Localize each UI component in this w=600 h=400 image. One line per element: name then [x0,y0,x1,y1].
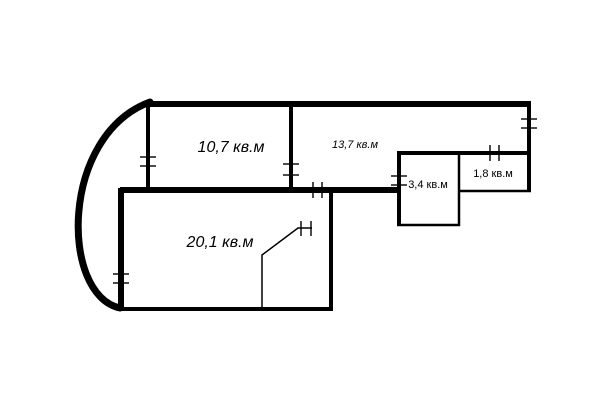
door-tick-room-a-left [140,156,156,167]
room-c-area-label: 3,4 кв.м [408,179,448,191]
door-tick-room-e-top [312,182,323,198]
door-tick-left-arc [113,270,129,288]
room-d-area-label: 1,8 кв.м [473,168,513,180]
curved-outer-wall [74,98,154,312]
door-tick-partition [300,221,312,236]
room-a-area-label: 10,7 кв.м [198,139,265,156]
room-e-area-label: 20,1 кв.м [186,234,254,251]
door-tick-room-a-b [283,163,299,176]
window-tick-right [521,118,537,129]
door-tick-room-c [391,175,407,186]
room-b-area-label: 13,7 кв.м [332,139,378,151]
door-tick-room-d [489,145,500,161]
inner-partition [261,227,312,309]
